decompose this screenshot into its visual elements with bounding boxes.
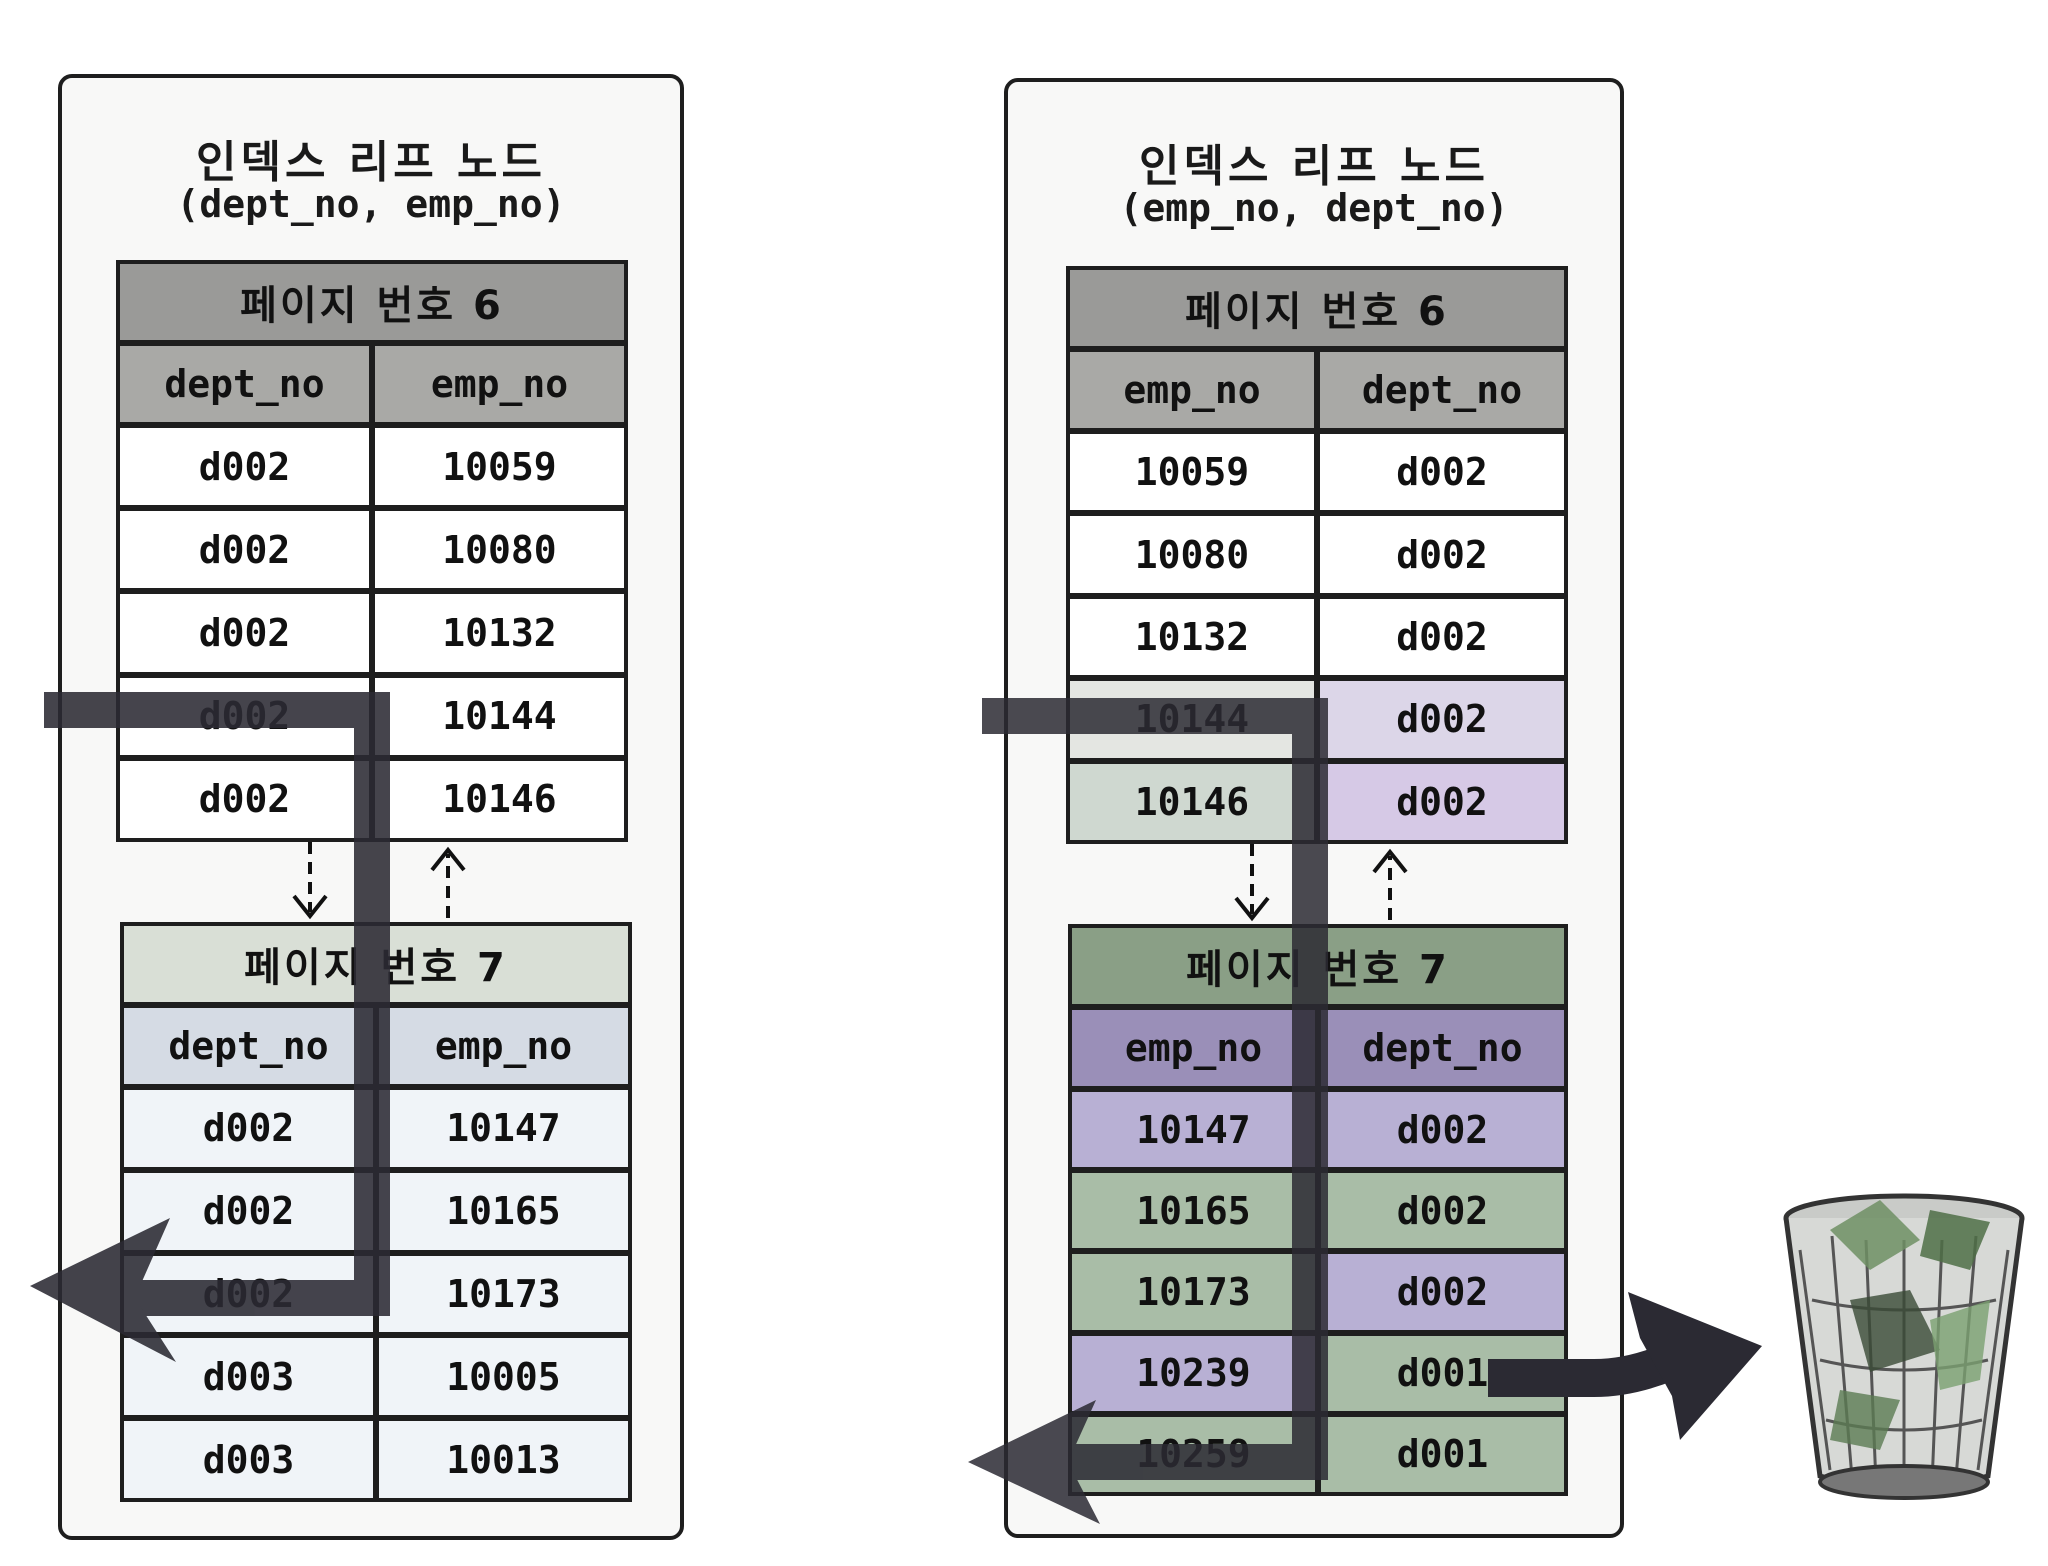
- table-cell: 10147: [1072, 1092, 1315, 1168]
- left-page-link-arrows: [292, 842, 466, 920]
- table-cell: d002: [124, 1172, 373, 1250]
- table-cell: d002: [1320, 516, 1564, 593]
- table-cell: 10239: [1072, 1335, 1315, 1411]
- table-cell: d001: [1321, 1335, 1564, 1411]
- column-header: dept_no: [120, 346, 369, 422]
- table-cell: 10146: [375, 760, 624, 838]
- right-panel-title: 인덱스 리프 노드: [1139, 141, 1489, 192]
- table-cell: 10080: [1070, 516, 1314, 593]
- table-cell: 10132: [375, 594, 624, 672]
- column-header: emp_no: [379, 1008, 628, 1084]
- column-header: dept_no: [1321, 1010, 1564, 1086]
- table-cell: 10165: [379, 1172, 628, 1250]
- table-cell: 10005: [379, 1338, 628, 1416]
- left-panel-subtitle: (dept_no, emp_no): [176, 182, 566, 226]
- table-cell: d002: [1321, 1173, 1564, 1249]
- trash-can-icon: [1783, 1193, 2025, 1500]
- page-header: 페이지 번호 6: [120, 264, 624, 340]
- right-scan-path-arrow: [968, 698, 1328, 1524]
- table-cell: d002: [120, 428, 369, 506]
- table-cell: d002: [120, 760, 369, 838]
- table-cell: 10080: [375, 511, 624, 589]
- table-cell: d002: [1320, 763, 1564, 840]
- table-cell: d003: [124, 1421, 373, 1498]
- table-cell: d002: [1321, 1254, 1564, 1330]
- table-cell: 10059: [1070, 434, 1314, 511]
- table-cell: 10173: [379, 1255, 628, 1333]
- column-header: emp_no: [1072, 1010, 1315, 1086]
- left-page-6: 페이지 번호 6 dept_no emp_no d002 10059 d002 …: [116, 260, 628, 842]
- table-cell: d002: [1321, 1092, 1564, 1168]
- table-cell: 10013: [379, 1421, 628, 1498]
- right-panel-subtitle: (emp_no, dept_no): [1119, 186, 1509, 230]
- table-cell: d001: [1321, 1416, 1564, 1492]
- table-cell: 10144: [375, 677, 624, 755]
- table-cell: d002: [1320, 434, 1564, 511]
- column-header: emp_no: [375, 346, 624, 422]
- page-header: 페이지 번호 6: [1070, 270, 1564, 346]
- table-cell: d002: [124, 1090, 373, 1167]
- column-header: dept_no: [124, 1008, 373, 1084]
- table-cell: 10147: [379, 1090, 628, 1167]
- column-header: emp_no: [1070, 352, 1314, 428]
- table-cell: 10146: [1070, 763, 1314, 840]
- table-cell: d002: [120, 511, 369, 589]
- table-cell: d002: [1320, 598, 1564, 676]
- table-cell: 10059: [375, 428, 624, 506]
- table-cell: 10173: [1072, 1254, 1315, 1330]
- right-page-6: 페이지 번호 6 emp_no dept_no 10059 d002 10080…: [1066, 266, 1568, 844]
- table-cell: 10132: [1070, 598, 1314, 676]
- column-header: dept_no: [1320, 352, 1564, 428]
- right-page-link-arrows: [1234, 844, 1408, 922]
- left-panel-title: 인덱스 리프 노드: [196, 137, 546, 188]
- left-scan-path-arrow: [30, 692, 390, 1362]
- table-cell: d002: [120, 594, 369, 672]
- discard-arrow: [1488, 1292, 1762, 1440]
- table-cell: d002: [1320, 681, 1564, 758]
- left-page-7: 페이지 번호 7 dept_no emp_no d002 10147 d002 …: [120, 922, 632, 1502]
- table-cell: 10165: [1072, 1173, 1315, 1249]
